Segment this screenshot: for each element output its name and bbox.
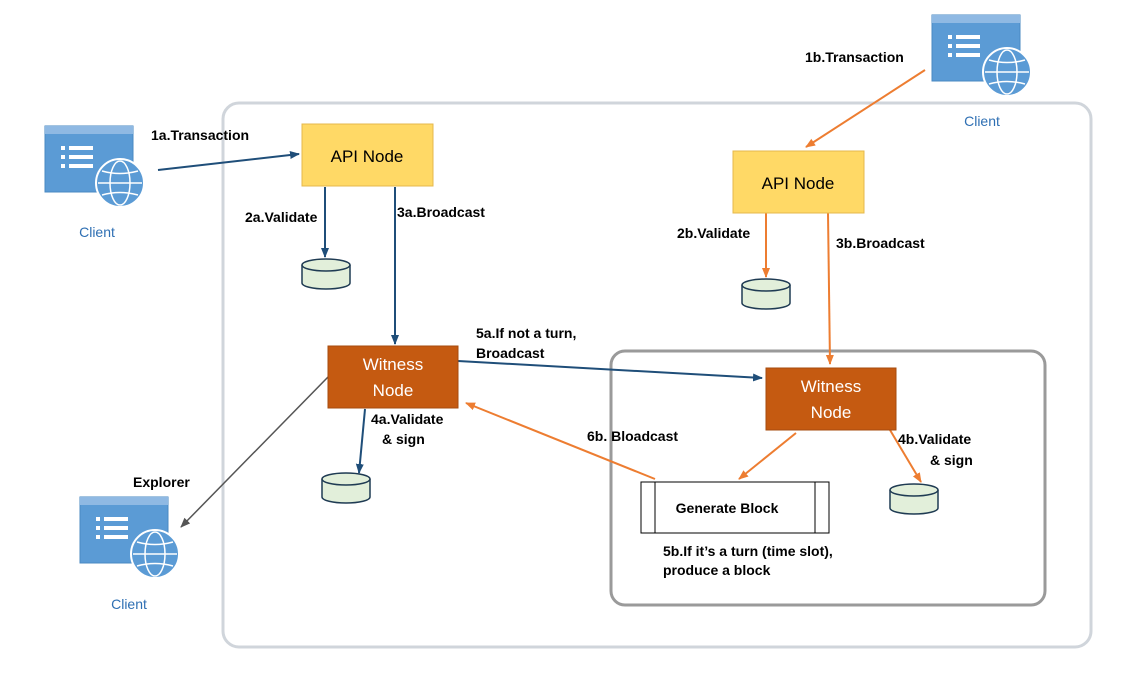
label-3b-broadcast: 3b.Broadcast [836, 235, 925, 251]
witness-node-a: Witness Node [327, 345, 459, 409]
arrow-5a-broadcast [457, 360, 763, 382]
arrow-1a-transaction [157, 151, 300, 171]
label-explorer: Explorer [133, 474, 190, 490]
arrow-6b-bloadcast [465, 402, 656, 480]
generate-block-label: Generate Block [676, 500, 779, 516]
api-node-b: API Node [732, 150, 865, 214]
arrow-explorer [180, 376, 329, 528]
label-4b-line1: 4b.Validate [898, 431, 971, 447]
label-3a-broadcast: 3a.Broadcast [397, 204, 485, 220]
client-left-icon [44, 125, 145, 208]
witness-node-b-label-2: Node [811, 403, 852, 422]
label-2b-validate: 2b.Validate [677, 225, 750, 241]
label-5a-line2: Broadcast [476, 345, 545, 361]
arrow-1b-transaction [805, 69, 926, 148]
database-icon-2b [741, 278, 791, 310]
label-2a-validate: 2a.Validate [245, 209, 318, 225]
client-top-right-icon [931, 14, 1032, 97]
label-1a-transaction: 1a.Transaction [151, 127, 249, 143]
label-4a-line1: 4a.Validate [371, 411, 444, 427]
label-5a-line1: 5a.If not a turn, [476, 325, 576, 341]
witness-node-a-label-2: Node [373, 381, 414, 400]
arrow-4b-validate [889, 429, 922, 483]
client-left-label: Client [79, 224, 115, 240]
label-5b-line2: produce a block [663, 562, 771, 578]
witness-node-a-label-1: Witness [363, 355, 423, 374]
witness-node-b-label-1: Witness [801, 377, 861, 396]
api-node-a: API Node [301, 123, 434, 187]
witness-node-b-group [609, 349, 1047, 607]
arrow-4a-validate [355, 408, 366, 474]
label-4b-line2: & sign [930, 452, 973, 468]
label-4a-line2: & sign [382, 431, 425, 447]
network-boundary [221, 101, 1093, 649]
client-bottom-icon [79, 496, 180, 579]
arrow-3b-broadcast [825, 212, 834, 365]
label-6b-bloadcast: 6b. Bloadcast [587, 428, 678, 444]
generate-block-process: Generate Block [640, 481, 830, 534]
client-top-right-label: Client [964, 113, 1000, 129]
api-node-a-label: API Node [331, 147, 404, 166]
database-icon-4b [889, 483, 939, 515]
database-icon-2a [301, 258, 351, 290]
witness-node-b: Witness Node [765, 367, 897, 431]
database-icon-4a [321, 472, 371, 504]
label-1b-transaction: 1b.Transaction [805, 49, 904, 65]
label-5b-line1: 5b.If it’s a turn (time slot), [663, 543, 833, 559]
client-bottom-label: Client [111, 596, 147, 612]
arrow-generate-block [738, 432, 797, 480]
api-node-b-label: API Node [762, 174, 835, 193]
